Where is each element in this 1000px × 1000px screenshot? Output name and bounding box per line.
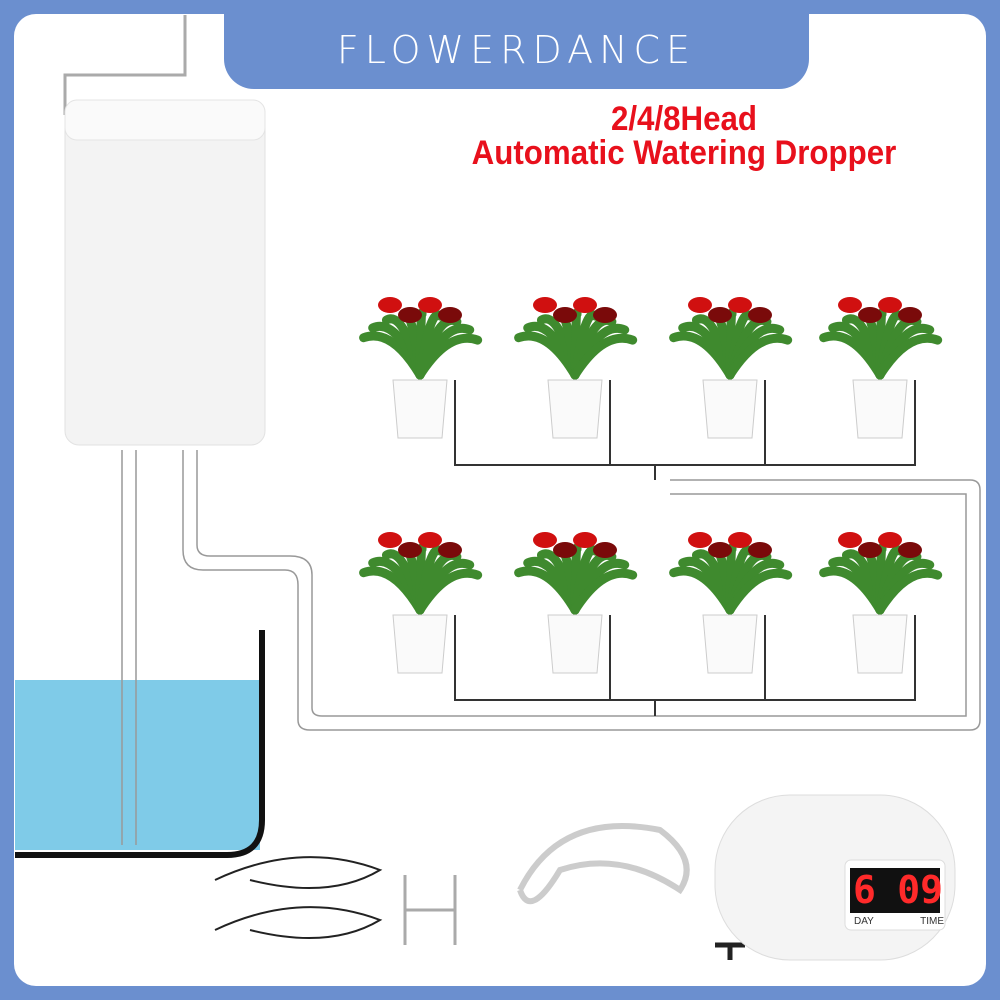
time-label: TIME [920, 916, 944, 927]
potted-plant [359, 532, 483, 674]
hanger-accessory [403, 875, 457, 945]
water-bucket [64, 99, 266, 446]
potted-plant [514, 297, 638, 439]
potted-plant [359, 297, 483, 439]
drip-line [609, 615, 656, 716]
product-image-frame: FLOWERDANCE 2/4/8Head Automatic Watering… [14, 14, 986, 986]
tee-connector [715, 942, 745, 960]
product-illustration [15, 15, 981, 961]
brand-banner: FLOWERDANCE [224, 14, 809, 89]
drip-line [609, 380, 656, 480]
drip-line [654, 615, 916, 716]
water-tank [15, 680, 260, 850]
potted-plant [819, 532, 943, 674]
tank-wall [15, 630, 265, 858]
headline-line-1: 2/4/8Head [610, 100, 758, 138]
day-label: DAY [854, 916, 874, 927]
brand-logo: FLOWERDANCE [336, 28, 697, 72]
drip-stakes [214, 856, 383, 939]
time-display: 09 [897, 868, 943, 912]
headline-line-2: Automatic Watering Dropper [471, 134, 897, 172]
silicone-tube [517, 823, 690, 905]
potted-plant [669, 297, 793, 439]
day-display: 6 [853, 868, 876, 912]
drip-line [654, 380, 916, 480]
drip-lines [454, 380, 916, 716]
headline: 2/4/8Head Automatic Watering Dropper [404, 102, 964, 170]
potted-plant [819, 297, 943, 439]
potted-plant [514, 532, 638, 674]
potted-plant [669, 532, 793, 674]
timer-device [714, 794, 956, 961]
tubes [121, 450, 981, 845]
